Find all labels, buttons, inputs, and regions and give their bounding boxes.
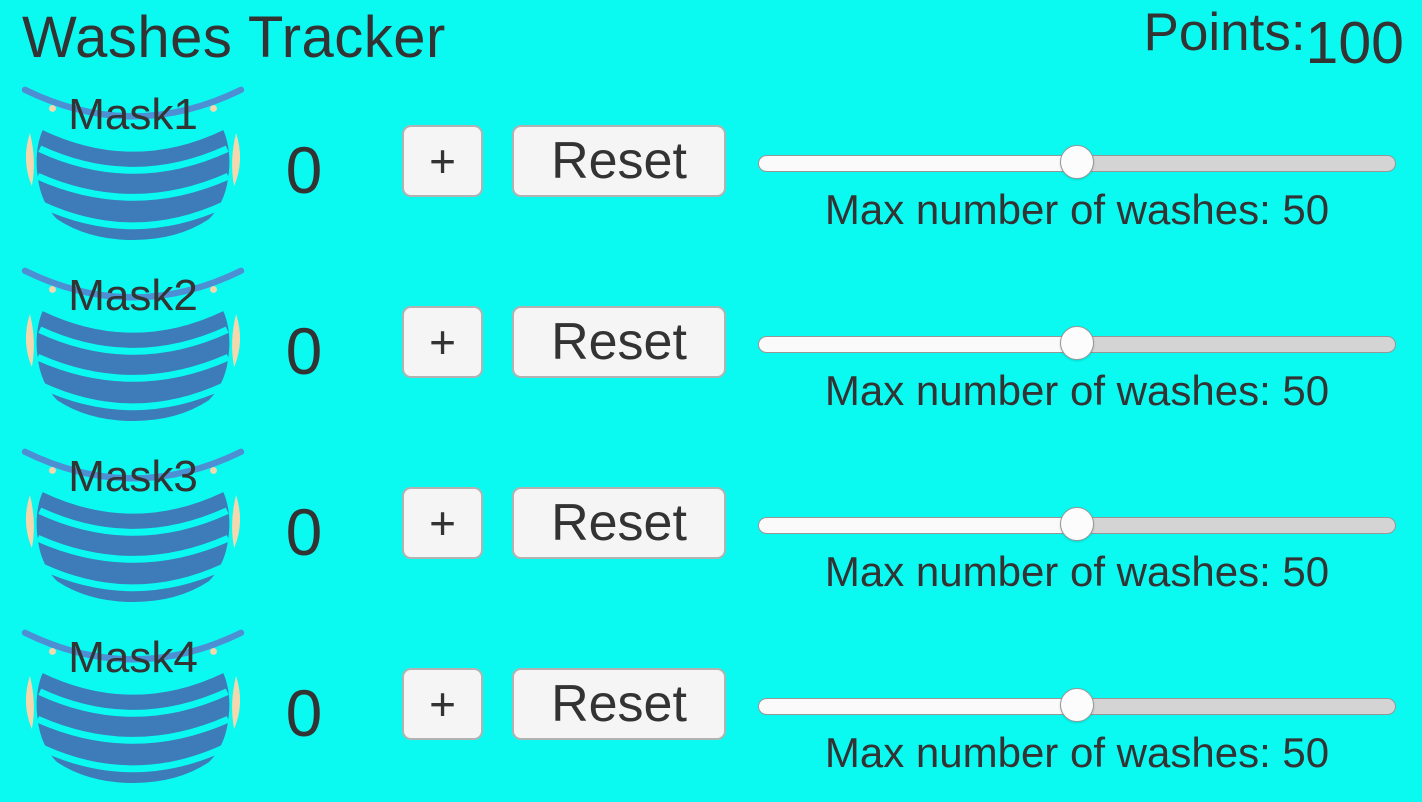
mask-row: Mask3 0 + Reset Max number of washes: 50 xyxy=(0,440,1422,621)
surgical-mask-icon: Mask3 xyxy=(18,442,248,604)
points-value: 100 xyxy=(1305,10,1404,76)
reset-button[interactable]: Reset xyxy=(512,487,726,559)
reset-button[interactable]: Reset xyxy=(512,306,726,378)
mask-label: Mask3 xyxy=(68,452,198,501)
mask-label: Mask4 xyxy=(68,633,198,682)
slider-thumb[interactable] xyxy=(1060,326,1094,360)
increment-wash-button[interactable]: + xyxy=(402,125,483,197)
wash-count: 0 xyxy=(285,314,323,388)
slider-thumb[interactable] xyxy=(1060,507,1094,541)
points-display: Points:100 xyxy=(1144,2,1404,77)
wash-count: 0 xyxy=(285,495,323,569)
reset-button[interactable]: Reset xyxy=(512,125,726,197)
max-washes-slider[interactable] xyxy=(758,681,1396,729)
increment-wash-button[interactable]: + xyxy=(402,306,483,378)
max-washes-caption: Max number of washes: 50 xyxy=(824,548,1330,595)
page-title: Washes Tracker xyxy=(22,5,446,70)
increment-wash-button[interactable]: + xyxy=(402,668,483,740)
max-washes-caption: Max number of washes: 50 xyxy=(824,186,1330,233)
max-washes-slider[interactable] xyxy=(758,500,1396,548)
mask-row: Mask4 0 + Reset Max number of washes: 50 xyxy=(0,621,1422,802)
slider-thumb[interactable] xyxy=(1060,688,1094,722)
mask-rows: Mask1 0 + Reset Max number of washes: 50 xyxy=(0,78,1422,802)
reset-button[interactable]: Reset xyxy=(512,668,726,740)
max-washes-slider[interactable] xyxy=(758,319,1396,367)
points-label: Points: xyxy=(1143,3,1306,62)
surgical-mask-icon: Mask2 xyxy=(18,261,248,423)
wash-count: 0 xyxy=(285,133,323,207)
max-washes-caption: Max number of washes: 50 xyxy=(824,367,1330,414)
surgical-mask-icon: Mask4 xyxy=(18,623,248,785)
increment-wash-button[interactable]: + xyxy=(402,487,483,559)
max-washes-caption: Max number of washes: 50 xyxy=(824,729,1330,776)
header: Washes Tracker Points:100 xyxy=(0,0,1422,80)
mask-label: Mask1 xyxy=(68,90,198,139)
mask-label: Mask2 xyxy=(68,271,198,320)
wash-count: 0 xyxy=(285,676,323,750)
surgical-mask-icon: Mask1 xyxy=(18,80,248,242)
max-washes-slider[interactable] xyxy=(758,138,1396,186)
slider-thumb[interactable] xyxy=(1060,145,1094,179)
mask-row: Mask2 0 + Reset Max number of washes: 50 xyxy=(0,259,1422,440)
mask-row: Mask1 0 + Reset Max number of washes: 50 xyxy=(0,78,1422,259)
